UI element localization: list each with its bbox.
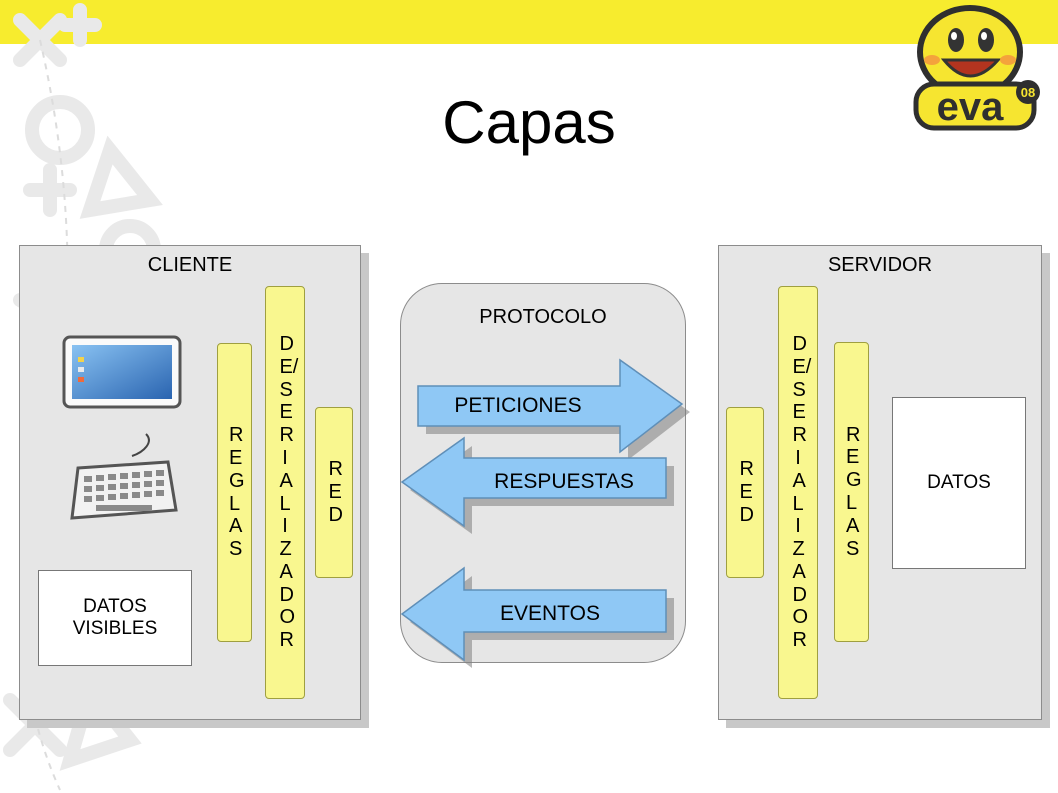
client-deserializador-bar: DE/SERIALIZADOR: [265, 286, 305, 699]
peticiones-label: PETICIONES: [454, 394, 582, 417]
protocol-arrows: [400, 358, 690, 668]
eventos-arrow: [400, 566, 667, 662]
datos-text: DATOS: [927, 472, 991, 493]
server-reglas-text: REGLAS: [845, 423, 862, 560]
respuestas-label: RESPUESTAS: [494, 470, 634, 493]
page-title: Capas: [442, 89, 616, 156]
server-red-bar: RED: [726, 407, 764, 578]
client-deserializador-text: DE/SERIALIZADOR: [279, 332, 299, 652]
client-reglas-bar: REGLAS: [217, 343, 252, 642]
top-banner: [0, 0, 1058, 44]
server-label: SERVIDOR: [827, 254, 933, 276]
protocol-label: PROTOCOLO: [479, 306, 607, 328]
server-red-text: RED: [739, 458, 754, 526]
client-red-text: RED: [328, 458, 343, 526]
datos-box: DATOS: [892, 397, 1026, 569]
datos-visibles-line1: DATOS: [83, 596, 147, 617]
client-red-bar: RED: [315, 407, 353, 578]
client-label: CLIENTE: [147, 254, 233, 276]
datos-visibles-box: DATOS VISIBLES: [38, 570, 192, 666]
keyboard-icon: [70, 433, 178, 520]
logo-badge: 08: [1021, 85, 1035, 100]
server-deserializador-bar: DE/SERIALIZADOR: [778, 286, 818, 699]
peticiones-arrow: [417, 358, 684, 454]
logo-text: eva: [937, 85, 1004, 129]
server-reglas-bar: REGLAS: [834, 342, 869, 642]
client-reglas-text: REGLAS: [228, 424, 245, 561]
server-deserializador-text: DE/SERIALIZADOR: [792, 332, 812, 652]
respuestas-arrow: [400, 436, 667, 528]
datos-visibles-line2: VISIBLES: [72, 618, 158, 639]
eventos-label: EVENTOS: [500, 602, 600, 625]
monitor-icon: [62, 335, 182, 409]
eva-smiley-logo: eva 08: [913, 5, 1040, 131]
